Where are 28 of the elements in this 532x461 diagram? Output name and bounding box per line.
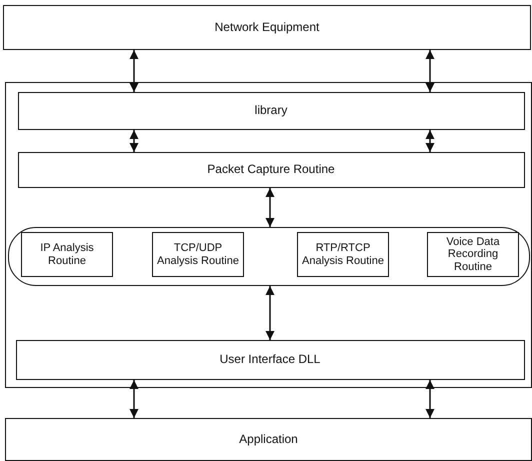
double-arrow [426,380,434,418]
double-arrow [130,50,138,92]
double-arrow [266,286,274,340]
rounded-band [8,226,530,286]
box-label: IP Analysis Routine [39,242,95,268]
layer-box [16,340,524,380]
double-arrow [426,130,434,152]
layer-box [3,5,531,50]
routine-box [21,232,113,277]
routine-box [152,232,244,277]
double-arrow [130,380,138,418]
box-label: Network Equipment [214,20,320,34]
box-label: RTP/RTCP Analysis Routine [301,242,385,268]
box-label: Packet Capture Routine [207,162,335,176]
container-box [5,82,532,388]
layer-box [18,92,524,130]
box-label: Application [239,432,298,446]
box-label: TCP/UDP Analysis Routine [156,242,240,268]
box-label: Voice Data Recording Routine [445,236,501,274]
box-label: library [254,104,288,118]
layer-box [5,418,532,461]
double-arrow [130,130,138,152]
routine-box [297,232,389,277]
box-label: User Interface DLL [220,352,320,366]
layer-box [18,152,524,188]
double-arrow [426,50,434,92]
double-arrow [266,188,274,227]
routine-box [427,232,519,277]
